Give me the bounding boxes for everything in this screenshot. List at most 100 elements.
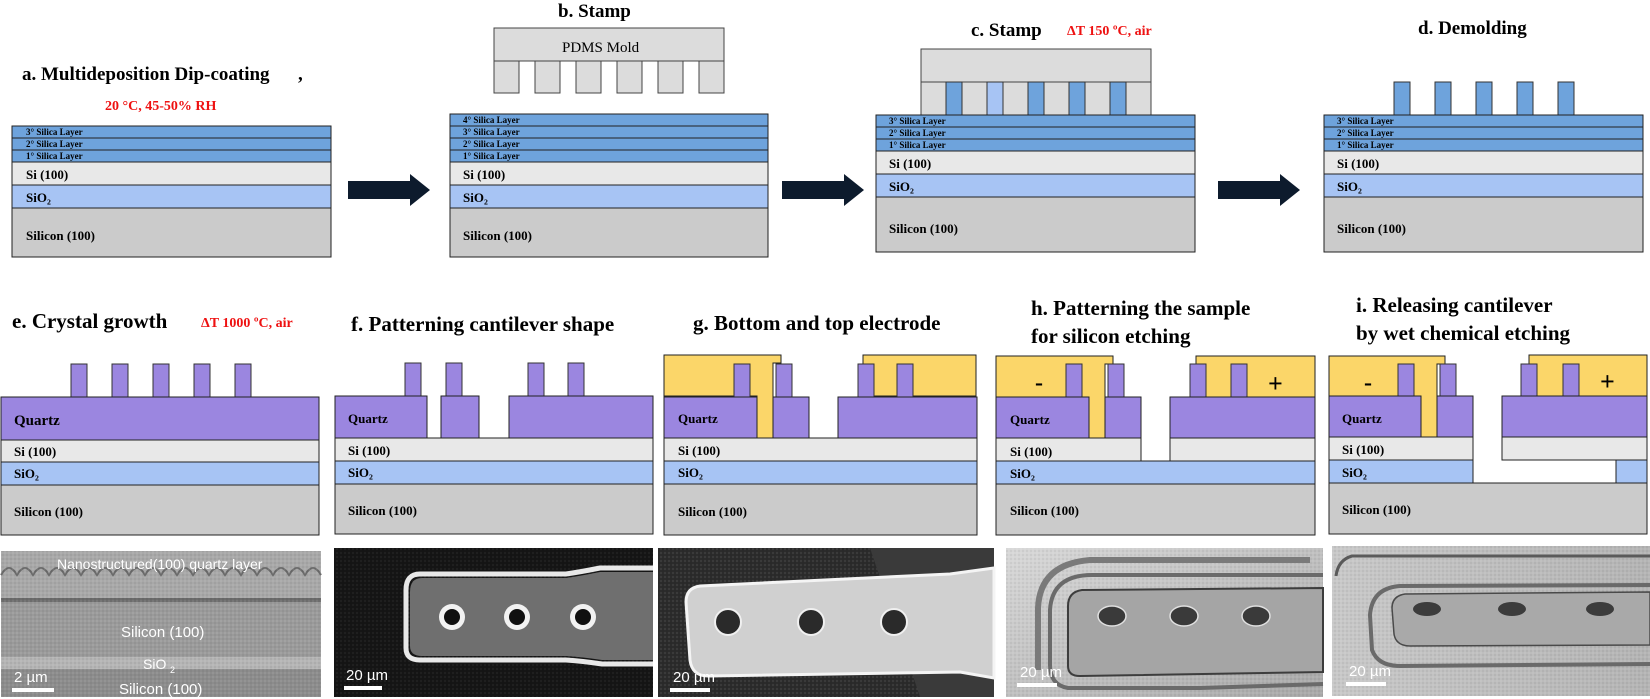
sio2-layer (449, 184, 769, 209)
quartz-pillar (1065, 363, 1083, 398)
quartz-pillar (857, 363, 875, 398)
quartz-pillar (1562, 363, 1580, 398)
panel-c-title: c. Stamp (971, 20, 1042, 41)
sio2-layer (0, 461, 320, 486)
sem-silicon2-label: Silicon (100) (119, 681, 202, 698)
quartz-pillar (1397, 363, 1415, 398)
quartz-cantilever-mid (1104, 396, 1142, 439)
si100-layer-right (1169, 437, 1316, 462)
plus-sign: + (1600, 367, 1615, 396)
quartz-pillar (896, 363, 914, 398)
silicon-substrate (995, 483, 1316, 536)
quartz-pillar (527, 362, 545, 397)
sio2-label: SiO₂ (678, 465, 703, 480)
silica-layer-4-label: 4° Silica Layer (463, 115, 520, 125)
sem-silicon-label: Silicon (100) (121, 624, 204, 641)
right-arrow-icon (782, 174, 864, 206)
panel-a-title-comma: , (298, 64, 303, 85)
right-arrow-icon (1218, 174, 1300, 206)
quartz-pillar (1230, 363, 1248, 398)
top-electrode (862, 354, 977, 397)
quartz-label: Quartz (1010, 412, 1050, 427)
sem-image-cantilever-shape: 20 µm (334, 548, 653, 697)
sio2-anchor (1615, 459, 1648, 484)
silica-layer-1-label: 1° Silica Layer (1337, 140, 1394, 150)
si100-label: Si (100) (26, 167, 68, 182)
quartz-cantilever-left (1328, 395, 1422, 438)
panel-a-condition: 20 °C, 45-50% RH (105, 99, 216, 114)
silicon-substrate (1323, 196, 1644, 253)
quartz-layer (0, 396, 320, 441)
scale-bar (670, 688, 710, 692)
imprinted-pillar (1068, 81, 1086, 116)
silicon-label: Silicon (100) (1342, 502, 1411, 517)
si100-label: Si (100) (678, 443, 720, 458)
silica-pillar (1393, 81, 1411, 116)
imprinted-pillar (945, 81, 963, 116)
silica-pillar (1516, 81, 1534, 116)
scale-bar (12, 688, 54, 692)
scale-bar (344, 686, 382, 690)
sem-image-electrodes: 20 µm (658, 548, 996, 697)
panel-c-condition: ΔT 150 ºC, air (1067, 24, 1152, 39)
quartz-label: Quartz (1342, 411, 1382, 426)
quartz-cantilever-left (663, 396, 758, 439)
silicon-substrate (11, 207, 332, 258)
minus-sign: - (1364, 370, 1372, 396)
quartz-pillar (775, 363, 793, 398)
hole (1413, 602, 1441, 616)
quartz-cantilever-right (837, 396, 978, 439)
quartz-cantilever-left (334, 395, 428, 439)
panel-e-condition: ΔT 1000 ºC, air (201, 316, 293, 331)
panel-h: h. Patterning the sample for silicon etc… (995, 296, 1316, 536)
sio2-label: SiO₂ (463, 190, 488, 205)
sio2-label: SiO₂ (348, 465, 373, 480)
scale-bar-label: 20 µm (346, 667, 388, 684)
scale-bar (1017, 683, 1057, 687)
quartz-pillar (152, 363, 170, 398)
scale-bar (1346, 682, 1386, 686)
panel-e-title: e. Crystal growth (12, 309, 168, 333)
mold-tooth (657, 60, 684, 94)
sio2-layer (334, 460, 654, 485)
panel-i: i. Releasing cantilever by wet chemical … (1328, 293, 1648, 535)
sio2-label: SiO₂ (1342, 465, 1367, 480)
si100-layer-released (1501, 436, 1648, 461)
panel-f: f. Patterning cantilever shape Quartz Si… (334, 312, 654, 535)
sio2-layer (875, 173, 1196, 198)
minus-sign: - (1035, 370, 1043, 396)
quartz-cantilever-released (1501, 395, 1648, 438)
panel-i-title-line1: i. Releasing cantilever (1356, 293, 1553, 317)
hole (509, 609, 525, 625)
etched-edge (1334, 554, 1650, 577)
quartz-label: Quartz (14, 413, 60, 429)
quartz-pillar (404, 362, 422, 397)
pdms-mold-label: PDMS Mold (562, 40, 640, 56)
si100-label: Si (100) (463, 167, 505, 182)
silica-layer-2-label: 2° Silica Layer (463, 139, 520, 149)
sio2-layer (995, 460, 1316, 485)
silicon-label: Silicon (100) (463, 228, 532, 243)
panel-e: e. Crystal growth ΔT 1000 ºC, air Quartz… (0, 309, 320, 536)
pdms-mold (920, 48, 1152, 83)
quartz-pillar (111, 363, 129, 398)
silicon-substrate (334, 483, 654, 535)
panel-d-title: d. Demolding (1418, 18, 1527, 39)
hole (797, 608, 825, 636)
etched-trench (1048, 573, 1324, 690)
silica-layer-2-label: 2° Silica Layer (889, 128, 946, 138)
si100-label: Si (100) (14, 444, 56, 459)
panel-f-title: f. Patterning cantilever shape (351, 312, 614, 336)
right-arrow-icon (348, 174, 430, 206)
silica-layer-2-label: 2° Silica Layer (26, 139, 83, 149)
quartz-pillar (234, 363, 252, 398)
hole (575, 609, 591, 625)
top-electrode (1195, 355, 1316, 398)
etched-trench (1367, 583, 1650, 669)
sio2-label: SiO₂ (14, 466, 39, 481)
silica-layer-3-label: 3° Silica Layer (26, 127, 83, 137)
quartz-pillar (70, 363, 88, 398)
quartz-cantilever-right (508, 395, 654, 439)
panel-d: d. Demolding 3° Silica Layer 2° Silica L… (1323, 18, 1644, 253)
hole (1498, 602, 1526, 616)
